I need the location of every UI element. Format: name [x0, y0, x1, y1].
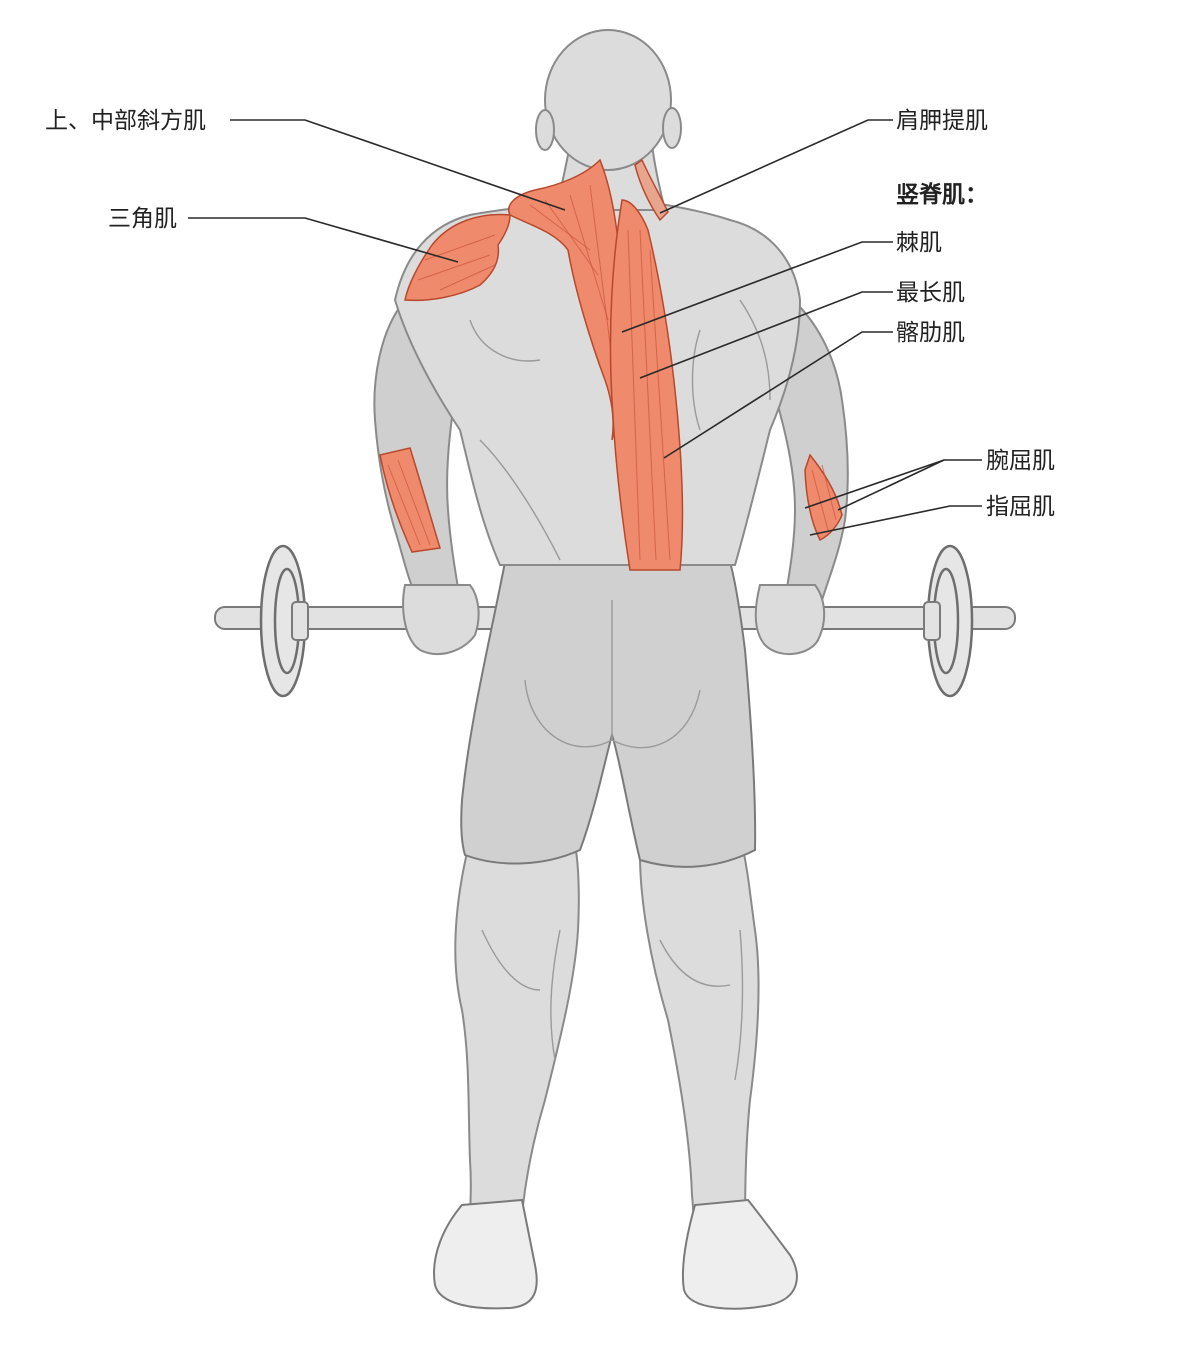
spinalis-leader — [621, 241, 893, 333]
label-wrist-flexors: 腕屈肌 — [986, 448, 1055, 474]
label-deltoid: 三角肌 — [108, 206, 177, 232]
right-hand — [754, 584, 826, 656]
shorts — [460, 561, 757, 868]
levator-scapulae-muscle — [634, 158, 669, 222]
finger-flexors-leader — [809, 505, 982, 536]
right-shoe — [681, 1198, 798, 1310]
left-weight-plate — [259, 544, 309, 698]
label-erector-spinae: 竖脊肌： — [896, 181, 988, 208]
iliocostalis-leader — [663, 331, 893, 459]
left-ear — [535, 109, 555, 151]
labels: 上、中部斜方肌 三角肌 肩胛提肌 竖脊肌： 棘肌 最长肌 髂肋肌 腕屈肌 指屈肌 — [45, 108, 1055, 520]
torso — [393, 199, 802, 566]
label-longissimus: 最长肌 — [896, 280, 965, 306]
deltoid-leader — [188, 217, 459, 263]
right-weight-plate — [923, 544, 974, 698]
label-iliocostalis: 髂肋肌 — [896, 320, 965, 346]
label-finger-flexors: 指屈肌 — [986, 494, 1055, 520]
legs — [454, 838, 760, 1246]
shoes — [433, 1198, 798, 1310]
wrist-flexors-leader-2 — [837, 459, 945, 511]
label-levator-scapulae: 肩胛提肌 — [896, 108, 988, 134]
head — [544, 29, 672, 171]
highlighted-muscles — [379, 158, 843, 571]
right-ear — [662, 107, 682, 149]
left-forearm-flexors — [379, 447, 441, 553]
deltoid-muscle — [404, 213, 511, 302]
right-leg — [638, 843, 760, 1246]
trapezius-leader — [230, 119, 566, 211]
left-shoe — [433, 1198, 538, 1310]
longissimus-leader — [639, 291, 893, 379]
left-hand — [402, 584, 480, 655]
leader-lines — [188, 119, 982, 536]
glutes — [524, 679, 701, 749]
label-spinalis: 棘肌 — [896, 230, 942, 256]
left-leg — [454, 838, 580, 1241]
levator-scapulae-leader — [659, 119, 893, 214]
label-trapezius: 上、中部斜方肌 — [45, 108, 206, 134]
